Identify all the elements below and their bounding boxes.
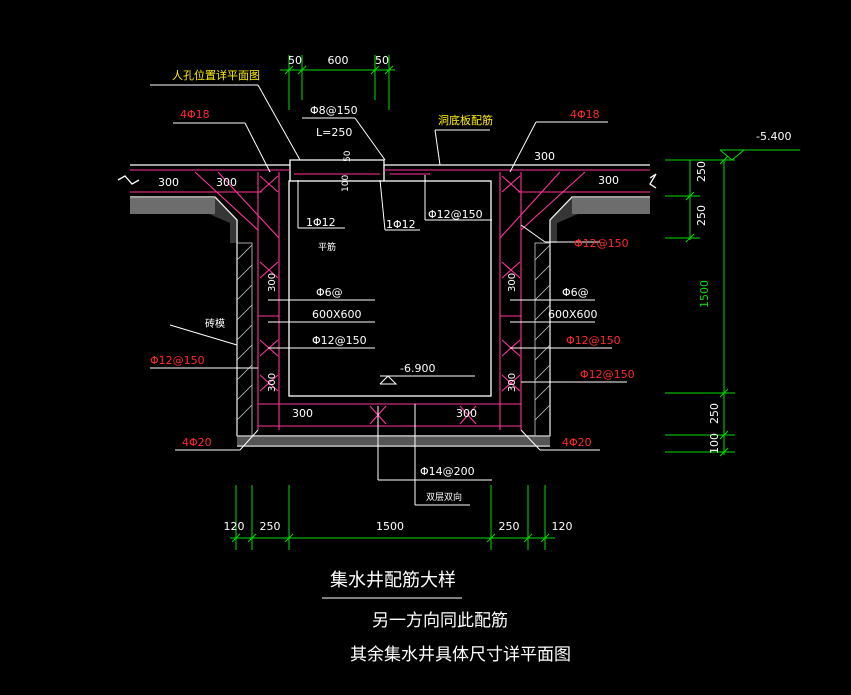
right-dim-250-c: 250 [708, 403, 721, 424]
phi14-200-label: Φ14@200 [420, 465, 475, 478]
phi8-150-label: Φ8@150 [310, 104, 358, 117]
bottom-dim-120-right: 120 [552, 520, 573, 533]
note-line-2: 其余集水井具体尺寸详平面图 [350, 645, 571, 665]
manhole-position-note: 人孔位置详平面图 [172, 68, 260, 82]
l-250-label: L=250 [316, 126, 352, 139]
rebar-4phi20-left: 4Φ20 [182, 436, 212, 449]
bottom-dim-120-left: 120 [224, 520, 245, 533]
right-dim-250-a: 250 [695, 161, 708, 182]
elevation-top: -5.400 [756, 130, 791, 143]
phi12-150-right-mid: Φ12@150 [566, 334, 621, 347]
phi12-150-right-top: Φ12@150 [574, 237, 629, 250]
title-block: 集水井配筋大样 另一方向同此配筋 其余集水井具体尺寸详平面图 [330, 570, 571, 665]
top-dim-50-left: 50 [288, 54, 302, 67]
drawing-title: 集水井配筋大样 [330, 570, 456, 591]
rebar-4phi18-right: 4Φ18 [570, 108, 600, 121]
note-line-1: 另一方向同此配筋 [372, 611, 508, 631]
slab-300-right-a: 300 [534, 150, 555, 163]
right-dim-100: 100 [708, 433, 721, 454]
slab-300-right-b: 300 [598, 174, 619, 187]
annotation-text: 人孔位置详平面图 洞底板配筋 4Φ18 4Φ18 Φ8@150 L=250 50… [150, 68, 791, 503]
bottom-dim-1500: 1500 [376, 520, 404, 533]
phi12-150-left: Φ12@150 [150, 354, 205, 367]
phi6-right-spacing: 600X600 [548, 308, 598, 321]
brick-mold-label: 砖模 [205, 317, 225, 330]
top-dim-600: 600 [328, 54, 349, 67]
wall-300-left-low: 300 [267, 373, 278, 392]
phi12-150-mid: Φ12@150 [312, 334, 367, 347]
concrete-hatch [130, 197, 650, 446]
slab-300-left-b: 300 [216, 176, 237, 189]
lid-dim-50: 50 [343, 150, 353, 162]
double-layer-note: 双层双向 [426, 491, 462, 503]
break-mark-left [117, 175, 140, 185]
phi6-right: Φ6@ [562, 286, 589, 299]
break-mark-right [649, 173, 657, 189]
leader-lines [150, 84, 627, 599]
slab-top-line [130, 159, 650, 166]
rebar-lines [130, 169, 650, 430]
dimension-text: 50 600 50 250 250 1500 250 100 120 250 1… [224, 54, 722, 533]
brick-wall-hatch [236, 242, 551, 437]
top-dim-50-right: 50 [375, 54, 389, 67]
phi6-left-spacing: 600X600 [312, 308, 362, 321]
elevation-bottom: -6.900 [400, 362, 435, 375]
one-phi12-right: 1Φ12 [386, 218, 416, 231]
wall-300-left: 300 [267, 273, 278, 292]
bottom-dim-250-left: 250 [260, 520, 281, 533]
pit-inner-void [288, 180, 492, 397]
right-dim-1500: 1500 [698, 280, 711, 308]
base-300-right: 300 [456, 407, 477, 420]
phi6-left: Φ6@ [316, 286, 343, 299]
rebar-4phi18-left: 4Φ18 [180, 108, 210, 121]
phi12-150-right-low: Φ12@150 [580, 368, 635, 381]
bottom-dim-250-right: 250 [499, 520, 520, 533]
one-phi12-left: 1Φ12 [306, 216, 336, 229]
lid-dim-100: 100 [341, 175, 351, 192]
wall-300-right: 300 [507, 273, 518, 292]
slab-300-left-a: 300 [158, 176, 179, 189]
flat-rebar-tag: 平筋 [318, 241, 336, 253]
lid-rebar-note: 洞底板配筋 [438, 113, 493, 127]
rebar-4phi20-right: 4Φ20 [562, 436, 592, 449]
base-300-left: 300 [292, 407, 313, 420]
phi12-150-lid: Φ12@150 [428, 208, 483, 221]
dimension-lines [230, 55, 800, 550]
wall-300-right-low: 300 [507, 373, 518, 392]
right-dim-250-b: 250 [695, 205, 708, 226]
